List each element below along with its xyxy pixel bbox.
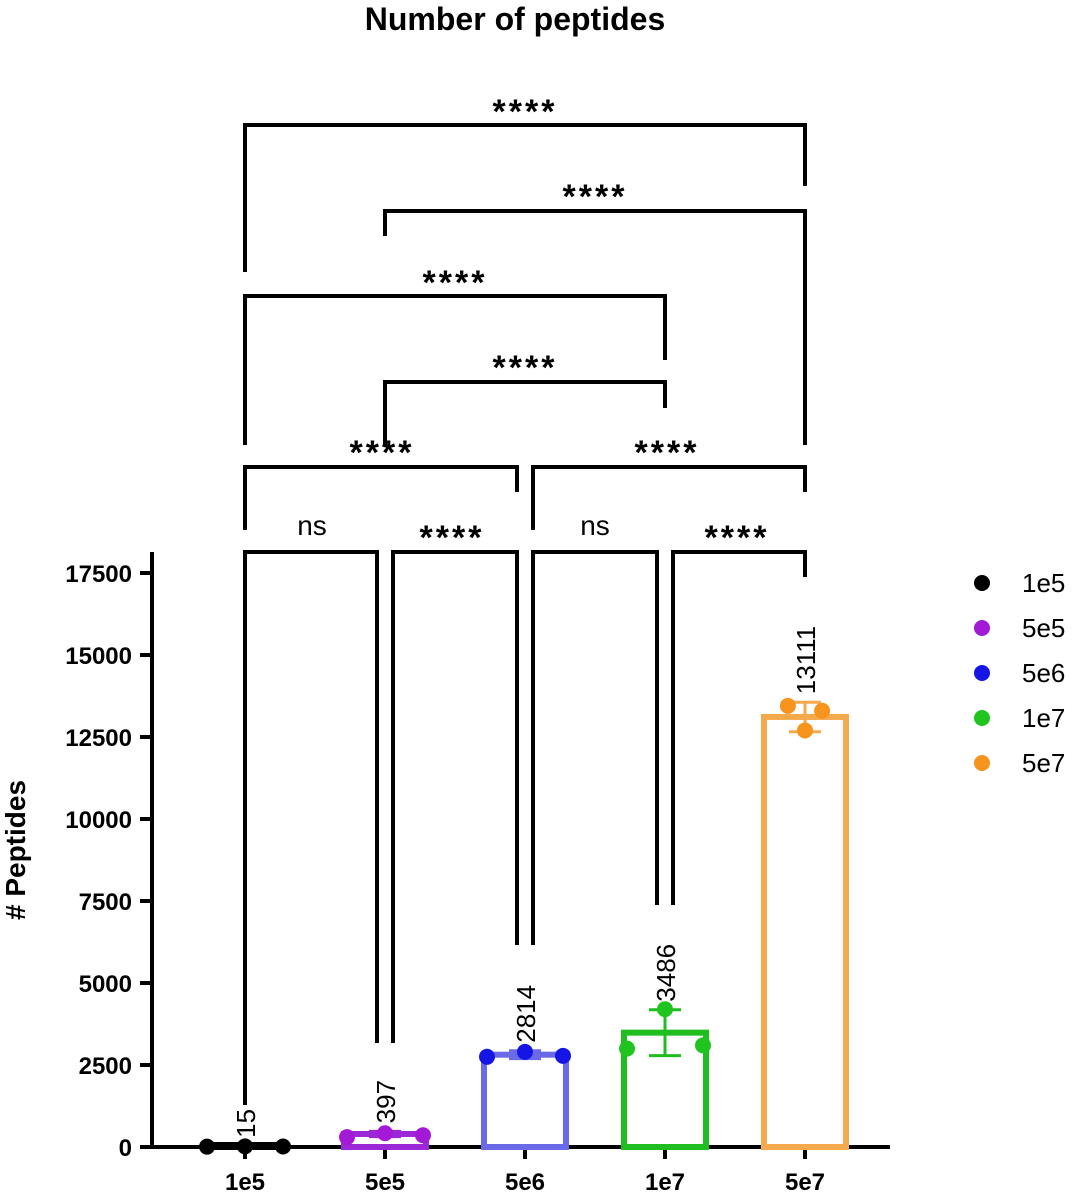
significance-label: ns bbox=[297, 510, 327, 541]
x-tick-label: 5e6 bbox=[505, 1169, 545, 1196]
legend: 1e5 5e5 5e6 1e7 5e7 bbox=[974, 568, 1065, 778]
bar bbox=[761, 713, 849, 1151]
significance-brackets: ns **** ns **** **** **** **** **** **** **** bbox=[243, 93, 807, 1105]
bar bbox=[481, 1051, 569, 1151]
legend-marker bbox=[974, 665, 990, 681]
data-label: 3486 bbox=[651, 944, 681, 1002]
significance-bracket bbox=[243, 465, 519, 530]
significance-bracket bbox=[383, 380, 667, 445]
data-point bbox=[339, 1129, 355, 1146]
axes: 0 2500 5000 7500 10000 12500 15000 17500 1e5 5e5 5… bbox=[65, 552, 890, 1196]
significance-bracket bbox=[531, 465, 807, 530]
legend-marker bbox=[974, 575, 990, 591]
significance-bracket bbox=[391, 550, 519, 1043]
y-tick-label: 7500 bbox=[79, 889, 132, 916]
x-tick-label: 1e5 bbox=[225, 1169, 265, 1196]
legend-label: 5e7 bbox=[1022, 748, 1065, 778]
legend-label: 5e5 bbox=[1022, 613, 1065, 643]
legend-marker bbox=[974, 755, 990, 771]
significance-bracket bbox=[243, 294, 667, 445]
x-tick-label: 5e7 bbox=[785, 1169, 825, 1196]
significance-bracket bbox=[243, 550, 379, 1105]
data-point bbox=[555, 1047, 571, 1064]
data-point bbox=[657, 1001, 673, 1018]
significance-label: **** bbox=[705, 519, 770, 557]
y-tick-label: 15000 bbox=[65, 643, 132, 670]
data-point bbox=[377, 1125, 393, 1142]
data-point bbox=[797, 722, 813, 739]
y-tick-label: 17500 bbox=[65, 561, 132, 588]
data-point bbox=[517, 1043, 533, 1060]
significance-bracket bbox=[671, 550, 807, 905]
legend-label: 1e7 bbox=[1022, 703, 1065, 733]
y-tick-label: 5000 bbox=[79, 971, 132, 998]
data-point bbox=[695, 1037, 711, 1054]
data-point bbox=[199, 1138, 215, 1155]
legend-label: 5e6 bbox=[1022, 658, 1065, 688]
y-tick-label: 12500 bbox=[65, 725, 132, 752]
data-label: 15 bbox=[231, 1109, 261, 1138]
x-tick-label: 5e5 bbox=[365, 1169, 405, 1196]
y-axis-label: # Peptides bbox=[0, 780, 31, 920]
significance-label: **** bbox=[635, 434, 700, 472]
y-tick-label: 0 bbox=[119, 1135, 132, 1162]
data-point bbox=[275, 1138, 291, 1155]
data-label: 13111 bbox=[791, 626, 821, 694]
significance-bracket bbox=[383, 209, 807, 445]
significance-label: **** bbox=[420, 519, 485, 557]
significance-label: **** bbox=[423, 264, 488, 302]
significance-label: **** bbox=[493, 349, 558, 387]
chart-title: Number of peptides bbox=[365, 1, 665, 37]
data-point bbox=[779, 697, 796, 714]
data-label: 2814 bbox=[511, 985, 541, 1043]
legend-marker bbox=[974, 710, 990, 726]
significance-label: **** bbox=[493, 93, 558, 131]
x-tick-label: 1e7 bbox=[645, 1169, 685, 1196]
significance-label: ns bbox=[580, 510, 610, 541]
data-point bbox=[479, 1048, 495, 1065]
data-point bbox=[814, 702, 831, 719]
data-label: 397 bbox=[371, 1080, 401, 1123]
data-point bbox=[237, 1138, 253, 1155]
significance-bracket bbox=[531, 550, 659, 945]
significance-label: **** bbox=[563, 178, 628, 216]
legend-marker bbox=[974, 620, 990, 636]
significance-bracket bbox=[243, 123, 807, 272]
significance-label: **** bbox=[350, 434, 415, 472]
y-tick-label: 2500 bbox=[79, 1053, 132, 1080]
legend-label: 1e5 bbox=[1022, 568, 1065, 598]
bars: 15 397 2814 3486 13111 bbox=[199, 626, 849, 1155]
y-tick-label: 10000 bbox=[65, 807, 132, 834]
data-point bbox=[415, 1127, 431, 1144]
data-point bbox=[619, 1040, 635, 1057]
